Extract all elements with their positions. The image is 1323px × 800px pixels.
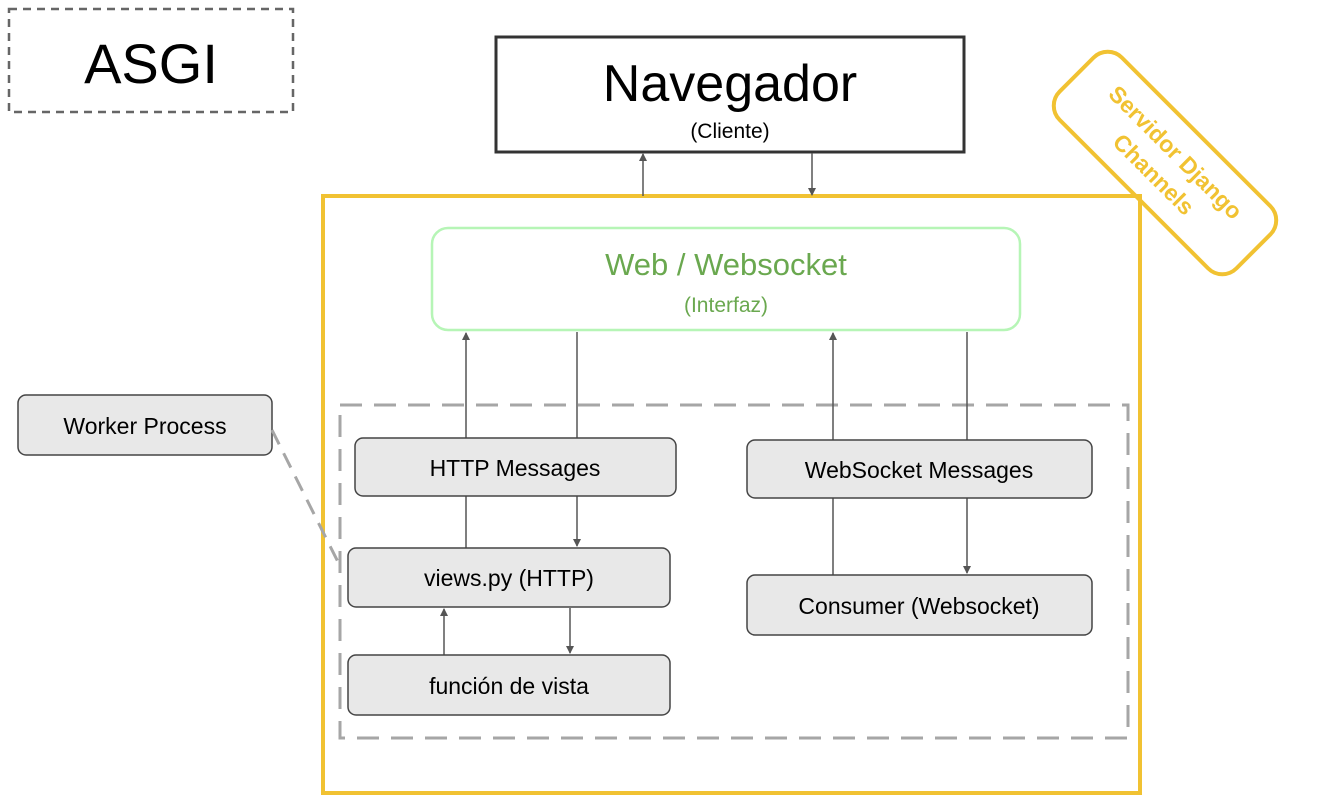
view-function-label: función de vista	[429, 673, 589, 699]
websocket-messages-box: WebSocket Messages	[746, 439, 1093, 499]
server-container	[321, 194, 1142, 795]
asgi-title-box: ASGI	[7, 7, 295, 114]
http-messages-box: HTTP Messages	[354, 437, 677, 497]
browser-client-box: Navegador (Cliente)	[494, 35, 966, 154]
worker-process-label-box: Worker Process	[17, 394, 273, 456]
server-django-channels-badge: Servidor Django Channels	[1051, 49, 1279, 277]
view-function-box: función de vista	[347, 654, 671, 716]
browser-subtitle: (Cliente)	[690, 120, 769, 143]
web-websocket-interface-box: Web / Websocket (Interfaz)	[430, 226, 1022, 332]
interface-subtitle: (Interfaz)	[684, 294, 768, 317]
views-py-box: views.py (HTTP)	[347, 547, 671, 608]
worker-process-label: Worker Process	[63, 413, 226, 439]
worker-process-connector	[270, 429, 342, 567]
http-messages-label: HTTP Messages	[430, 455, 601, 481]
websocket-messages-label: WebSocket Messages	[805, 457, 1033, 483]
consumer-label: Consumer (Websocket)	[798, 593, 1039, 619]
asgi-title-label: ASGI	[84, 32, 218, 95]
views-py-label: views.py (HTTP)	[424, 565, 594, 591]
browser-title: Navegador	[603, 55, 857, 113]
worker-process-region	[338, 403, 1130, 740]
consumer-box: Consumer (Websocket)	[746, 574, 1093, 636]
interface-title: Web / Websocket	[605, 247, 847, 282]
